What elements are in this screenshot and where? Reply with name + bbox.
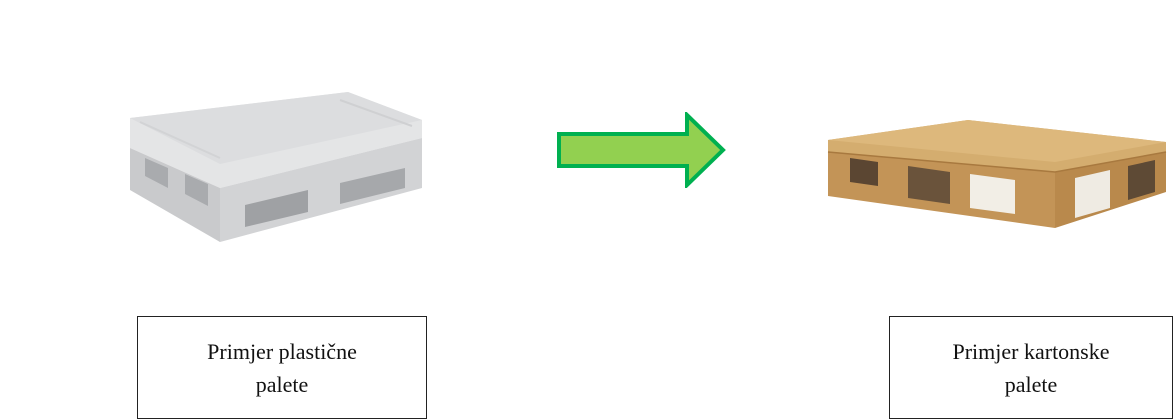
plastic-pallet-caption: Primjer plastične palete xyxy=(137,316,427,419)
right-arrow-icon xyxy=(555,112,727,188)
plastic-caption-line1: Primjer plastične xyxy=(207,335,357,368)
cardboard-pallet-image xyxy=(810,100,1173,285)
cardboard-caption-line1: Primjer kartonske xyxy=(952,335,1109,368)
cardboard-pallet-caption: Primjer kartonske palete xyxy=(889,316,1173,419)
cardboard-caption-line2: palete xyxy=(952,368,1109,401)
plastic-pallet-image xyxy=(100,70,560,270)
plastic-caption-line2: palete xyxy=(207,368,357,401)
